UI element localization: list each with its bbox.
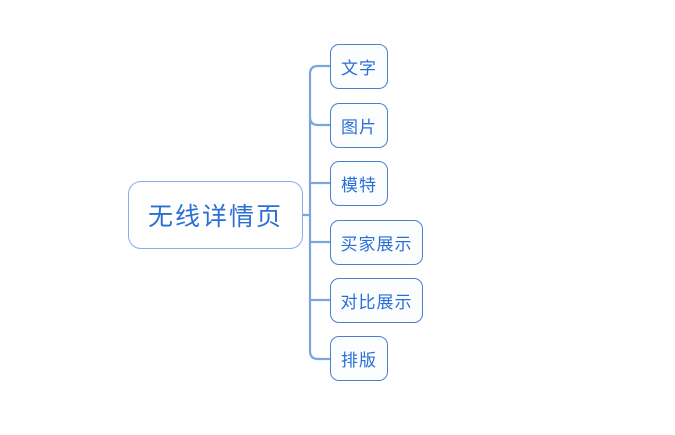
mindmap-branch-node-1[interactable]: 文字 — [330, 44, 388, 89]
mindmap-branch-node-5[interactable]: 对比展示 — [330, 278, 423, 323]
mindmap-root-label: 无线详情页 — [147, 203, 283, 231]
connector-branch-6 — [308, 349, 332, 361]
mindmap-branch-node-3[interactable]: 模特 — [330, 161, 388, 206]
mindmap-branch-label-2: 图片 — [341, 118, 377, 137]
mindmap-root-node[interactable]: 无线详情页 — [128, 181, 303, 249]
mindmap-branch-label-5: 对比展示 — [340, 293, 413, 312]
mindmap-branch-label-3: 模特 — [341, 176, 377, 195]
mindmap-branch-label-1: 文字 — [341, 59, 377, 78]
mindmap-branch-label-4: 买家展示 — [340, 235, 413, 254]
connector-branch-2 — [308, 115, 332, 127]
mindmap-branch-node-6[interactable]: 排版 — [330, 336, 388, 381]
mindmap-branch-node-2[interactable]: 图片 — [330, 103, 388, 148]
connector-branch-1 — [308, 64, 332, 76]
mindmap-branch-node-4[interactable]: 买家展示 — [330, 220, 423, 265]
mindmap-branch-label-6: 排版 — [341, 351, 377, 370]
